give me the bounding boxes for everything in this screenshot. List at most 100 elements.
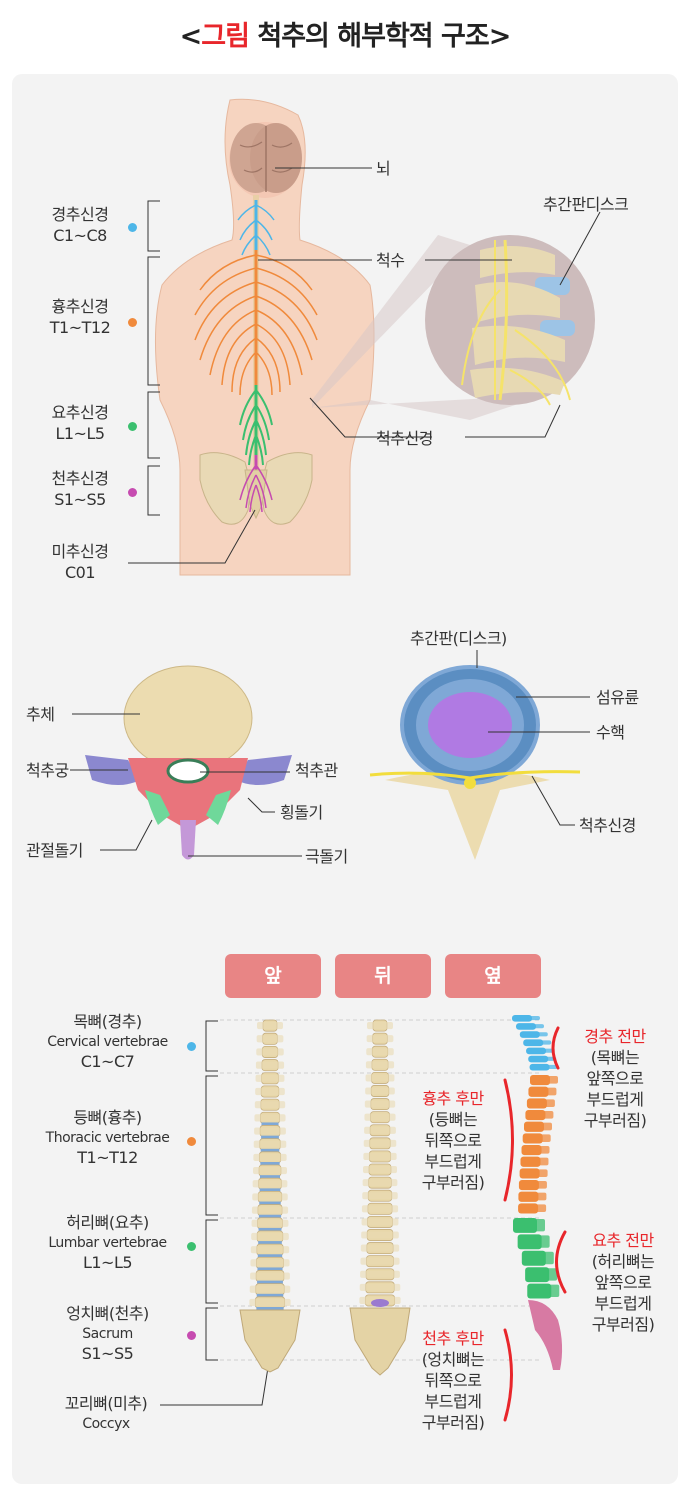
side-vertebra (526, 1047, 547, 1055)
vertebra-process (255, 1061, 285, 1069)
side-spinous-process (539, 1235, 550, 1248)
side-vertebra (516, 1023, 537, 1030)
disc-mark (260, 1162, 280, 1165)
vertebra-process (364, 1126, 396, 1134)
leader-lines-1 (128, 167, 601, 564)
disc-mark (258, 1214, 282, 1218)
disc-mark (257, 1254, 283, 1258)
thoracic-nerves (194, 254, 318, 396)
label-spinous-process: 극돌기 (305, 847, 348, 866)
side-vertebra (525, 1110, 546, 1121)
vertebra-process (362, 1179, 398, 1187)
spine-front-view (249, 1019, 291, 1310)
side-vertebra (528, 1086, 549, 1097)
disc-mark (261, 1122, 279, 1126)
side-spinous-process (537, 1169, 548, 1177)
vertebra-process (254, 1127, 286, 1135)
vertebra-process (250, 1246, 290, 1254)
side-spinous-process (536, 1192, 547, 1201)
side-vertebra (522, 1133, 543, 1144)
label-vertebral-arch: 척추궁 (26, 761, 69, 780)
vertebra-process (255, 1087, 285, 1096)
side-vertebra (518, 1203, 539, 1214)
vertebra-process (363, 1166, 397, 1174)
side-spinous-process (547, 1064, 558, 1069)
spine-side-view (512, 1015, 560, 1299)
label-spinal-canal: 척추관 (295, 761, 338, 780)
brain-shape (230, 123, 302, 193)
vertebra-top-view (85, 665, 292, 860)
thoracic-color-dot (128, 318, 137, 327)
vertebra-process (360, 1270, 400, 1278)
side-spinous-process (530, 1016, 540, 1021)
vertebra-process (257, 1022, 283, 1030)
disc-mark (257, 1267, 283, 1271)
tab-front[interactable]: 앞 (225, 954, 321, 998)
side-vertebra (528, 1055, 549, 1063)
side-spinous-process (536, 1204, 547, 1212)
vertebra-process (255, 1074, 285, 1082)
side-vertebra (519, 1168, 540, 1179)
side-vertebra (527, 1283, 552, 1299)
vertebra-process (359, 1283, 401, 1291)
cervical-nerves (237, 204, 275, 256)
side-spinous-process (538, 1157, 549, 1166)
side-vertebra (518, 1191, 539, 1202)
side-spinous-process (549, 1284, 560, 1297)
label-annulus: 섬유륜 (596, 688, 639, 707)
disc-top-view (369, 665, 581, 860)
thoracic-vertebrae-dot (187, 1137, 196, 1146)
label-articular-process: 관절돌기 (26, 841, 83, 860)
side-spinous-process (544, 1099, 555, 1107)
vertebra-process (249, 1298, 291, 1306)
side-vertebra (521, 1250, 546, 1266)
vertebra-process (361, 1205, 399, 1213)
disc-mark (257, 1280, 283, 1284)
sacrum-side (528, 1300, 563, 1370)
disc-mark (256, 1293, 284, 1297)
disc-mark (259, 1201, 281, 1205)
disc-mark (260, 1148, 280, 1152)
vertebra-process (251, 1219, 289, 1227)
lumbar-nerves (239, 389, 273, 466)
side-spinous-process (540, 1134, 551, 1142)
spine-brackets (160, 1020, 271, 1406)
cervical-color-dot (128, 223, 137, 232)
side-spinous-process (534, 1024, 545, 1029)
side-vertebra (520, 1156, 541, 1167)
tab-side[interactable]: 옆 (445, 954, 541, 998)
label-brain: 뇌 (376, 159, 391, 178)
tab-back[interactable]: 뒤 (335, 954, 431, 998)
vertebra-process (249, 1285, 291, 1293)
label-spinal-cord: 척수 (376, 251, 405, 270)
vertebra-process (365, 1074, 395, 1082)
vertebra-process (361, 1231, 399, 1239)
label-vertebral-body: 추체 (26, 705, 55, 724)
vertebra-process (251, 1232, 289, 1241)
vertebra-process (364, 1100, 396, 1108)
vertebra-process (366, 1035, 394, 1043)
side-vertebra (526, 1098, 547, 1109)
label-spinal-nerve-2: 척추신경 (579, 816, 636, 835)
vertebra-process (364, 1113, 396, 1121)
vertebra-process (254, 1101, 286, 1109)
vertebra-process (250, 1272, 290, 1280)
lumbar-color-dot (128, 422, 137, 431)
side-spinous-process (539, 1146, 550, 1154)
side-spinous-process (536, 1181, 547, 1189)
vertebra-process (360, 1244, 400, 1252)
side-vertebra (517, 1234, 542, 1250)
sacrum-back (349, 1299, 411, 1376)
disc-mark (256, 1307, 284, 1310)
side-vertebra (512, 1015, 532, 1022)
label-spinal-nerve: 척추신경 (376, 429, 433, 448)
vertebra-process (362, 1192, 398, 1200)
vertebra-process (251, 1206, 289, 1214)
